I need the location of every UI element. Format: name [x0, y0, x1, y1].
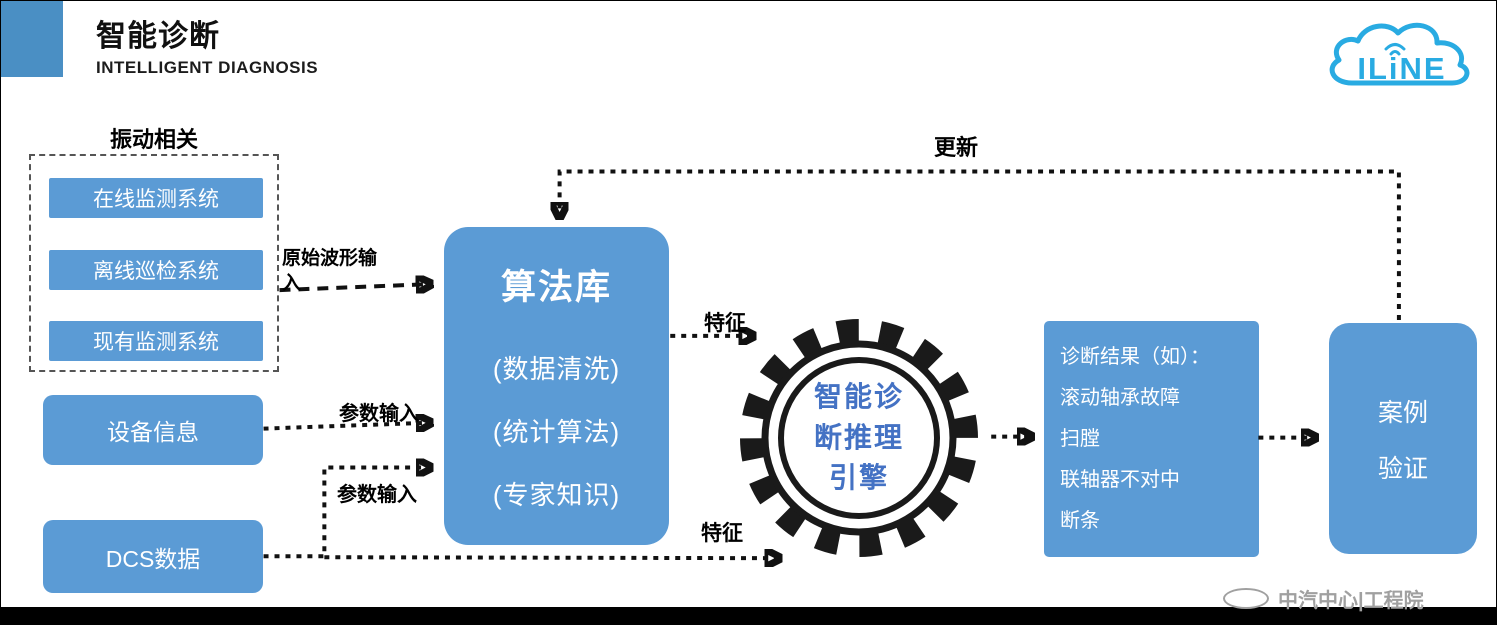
algorithm-item-expert-knowledge: (专家知识) — [492, 480, 621, 510]
page-title: 智能诊断 — [96, 20, 220, 53]
node-algorithm-library: 算法库 (数据清洗) (统计算法) (专家知识) — [444, 227, 669, 545]
vibration-group-box: 在线监测系统 离线巡检系统 现有监测系统 — [29, 154, 279, 372]
wifi-icon — [1384, 43, 1406, 51]
algorithm-item-data-cleaning: (数据清洗) — [492, 354, 621, 384]
watermark-text: 中汽中心|工程院 — [1278, 590, 1424, 612]
arrow-dcs-to-engine — [324, 557, 780, 558]
result-heading: 诊断结果（如）： — [1060, 345, 1210, 368]
label-param-input-dcs: 参数输入 — [337, 484, 417, 506]
case-line-2: 验证 — [1377, 454, 1428, 483]
result-item-coupling-misalignment: 联轴器不对中 — [1060, 468, 1180, 491]
engine-line-3: 引擎 — [828, 462, 889, 494]
watermark: 中汽中心|工程院 — [1223, 584, 1424, 613]
case-line-1: 案例 — [1377, 398, 1428, 427]
engine-line-2: 断推理 — [813, 421, 904, 453]
node-dcs-data: DCS数据 — [43, 520, 263, 593]
gear-icon — [740, 319, 978, 557]
node-offline-inspection: 离线巡检系统 — [49, 250, 263, 290]
algorithm-item-statistics: (统计算法) — [492, 417, 621, 447]
result-item-bore-sweep: 扫膛 — [1060, 427, 1100, 450]
catarc-logo-icon — [1223, 588, 1269, 609]
label-raw-waveform-input: 原始波形输入 — [282, 248, 378, 294]
title-accent-block — [1, 1, 63, 77]
label-feature-bottom: 特征 — [701, 522, 743, 545]
logo-text: ILiNE — [1357, 51, 1446, 86]
label-feature-top: 特征 — [704, 312, 746, 335]
engine-line-1: 智能诊 — [813, 381, 904, 413]
algorithm-library-title: 算法库 — [500, 268, 612, 307]
node-existing-monitoring: 现有监测系统 — [49, 321, 263, 361]
vibration-group-label: 振动相关 — [109, 127, 198, 152]
node-case-verification: 案例 验证 — [1329, 323, 1477, 554]
result-item-broken-bar: 断条 — [1060, 509, 1100, 532]
node-diagnosis-engine: 智能诊 断推理 引擎 — [727, 297, 991, 579]
node-online-monitoring: 在线监测系统 — [49, 178, 263, 218]
iline-logo: ILiNE — [1329, 22, 1470, 86]
page-subtitle: INTELLIGENT DIAGNOSIS — [96, 58, 319, 77]
engine-label: 智能诊 断推理 引擎 — [727, 297, 991, 579]
bottom-bar — [1, 607, 1496, 624]
cloud-icon — [1329, 22, 1470, 86]
node-device-info: 设备信息 — [43, 395, 263, 465]
label-update: 更新 — [934, 135, 979, 160]
result-item-bearing-fault: 滚动轴承故障 — [1060, 386, 1180, 409]
wifi-icon-inner — [1389, 50, 1401, 56]
node-diagnosis-results: 诊断结果（如）： 滚动轴承故障 扫膛 联轴器不对中 断条 — [1044, 321, 1259, 557]
label-param-input-device: 参数输入 — [339, 403, 419, 425]
